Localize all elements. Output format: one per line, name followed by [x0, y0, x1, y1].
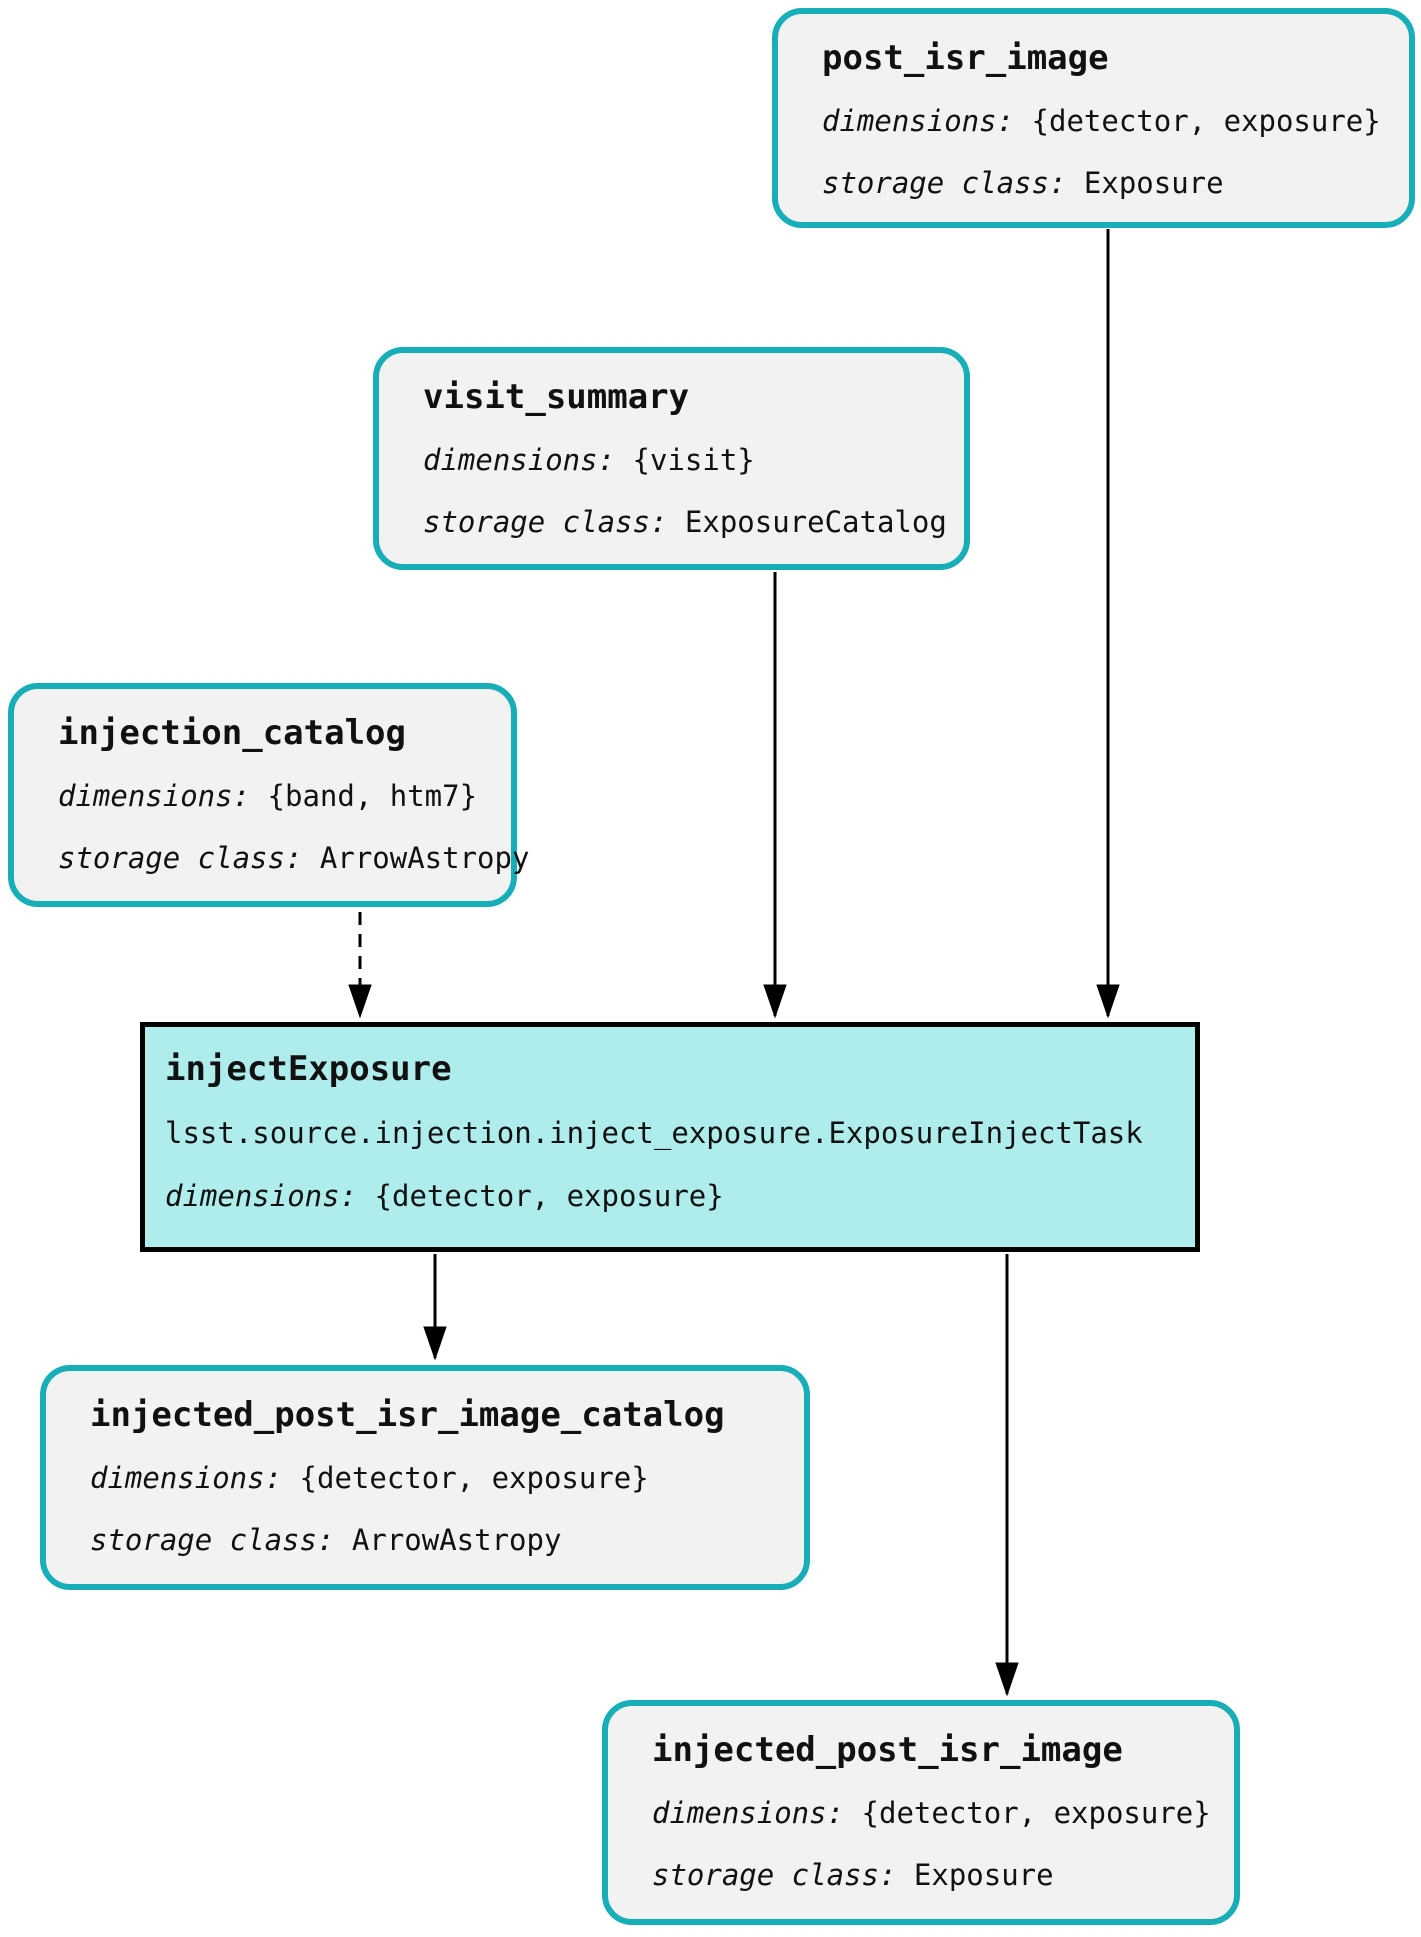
node-storage-class: storage class: ExposureCatalog	[423, 505, 947, 539]
node-injected-post-isr-image: injected_post_isr_image dimensions: {det…	[602, 1700, 1240, 1925]
storage-class-label: storage class:	[652, 1858, 897, 1892]
dimensions-label: dimensions:	[90, 1461, 283, 1495]
storage-class-label: storage class:	[90, 1523, 335, 1557]
storage-class-value: ArrowAstropy	[319, 841, 530, 875]
dimensions-value: {detector, exposure}	[299, 1461, 649, 1495]
storage-class-label: storage class:	[822, 166, 1067, 200]
dimensions-value: {visit}	[632, 443, 755, 477]
node-post-isr-image: post_isr_image dimensions: {detector, ex…	[772, 8, 1415, 228]
dimensions-label: dimensions:	[822, 104, 1015, 138]
node-visit-summary: visit_summary dimensions: {visit} storag…	[373, 347, 970, 570]
node-title: injectExposure	[165, 1049, 452, 1089]
storage-class-value: ExposureCatalog	[684, 505, 947, 539]
task-class-value: lsst.source.injection.inject_exposure.Ex…	[165, 1116, 1143, 1150]
node-title: injection_catalog	[58, 713, 406, 753]
node-injectexposure-task: injectExposure lsst.source.injection.inj…	[140, 1022, 1200, 1252]
node-title: post_isr_image	[822, 38, 1109, 78]
node-storage-class: storage class: ArrowAstropy	[58, 841, 529, 875]
dimensions-value: {band, htm7}	[267, 779, 478, 813]
node-storage-class: storage class: Exposure	[822, 167, 1365, 200]
storage-class-label: storage class:	[58, 841, 303, 875]
dimensions-value: {detector, exposure}	[374, 1179, 724, 1213]
node-task-class: lsst.source.injection.inject_exposure.Ex…	[165, 1117, 1175, 1150]
node-dimensions: dimensions: {detector, exposure}	[90, 1462, 760, 1495]
node-injection-catalog: injection_catalog dimensions: {band, htm…	[8, 683, 529, 907]
storage-class-label: storage class:	[423, 505, 668, 539]
node-dimensions: dimensions: {detector, exposure}	[165, 1180, 1175, 1213]
dimensions-value: {detector, exposure}	[1031, 104, 1381, 138]
node-dimensions: dimensions: {visit}	[423, 444, 920, 477]
node-title: visit_summary	[423, 377, 690, 417]
node-dimensions: dimensions: {detector, exposure}	[652, 1796, 1211, 1830]
node-storage-class: storage class: ArrowAstropy	[90, 1524, 760, 1557]
dimensions-label: dimensions:	[165, 1179, 358, 1213]
dimensions-label: dimensions:	[652, 1796, 845, 1830]
node-dimensions: dimensions: {band, htm7}	[58, 779, 477, 813]
dimensions-label: dimensions:	[423, 443, 616, 477]
storage-class-value: Exposure	[1083, 166, 1224, 200]
storage-class-value: ArrowAstropy	[351, 1523, 562, 1557]
node-injected-post-isr-image-catalog: injected_post_isr_image_catalog dimensio…	[40, 1365, 810, 1590]
node-storage-class: storage class: Exposure	[652, 1859, 1190, 1892]
node-title: injected_post_isr_image_catalog	[90, 1395, 725, 1435]
storage-class-value: Exposure	[913, 1858, 1054, 1892]
dimensions-label: dimensions:	[58, 779, 251, 813]
dimensions-value: {detector, exposure}	[861, 1796, 1211, 1830]
node-title: injected_post_isr_image	[652, 1730, 1123, 1770]
node-dimensions: dimensions: {detector, exposure}	[822, 104, 1381, 138]
